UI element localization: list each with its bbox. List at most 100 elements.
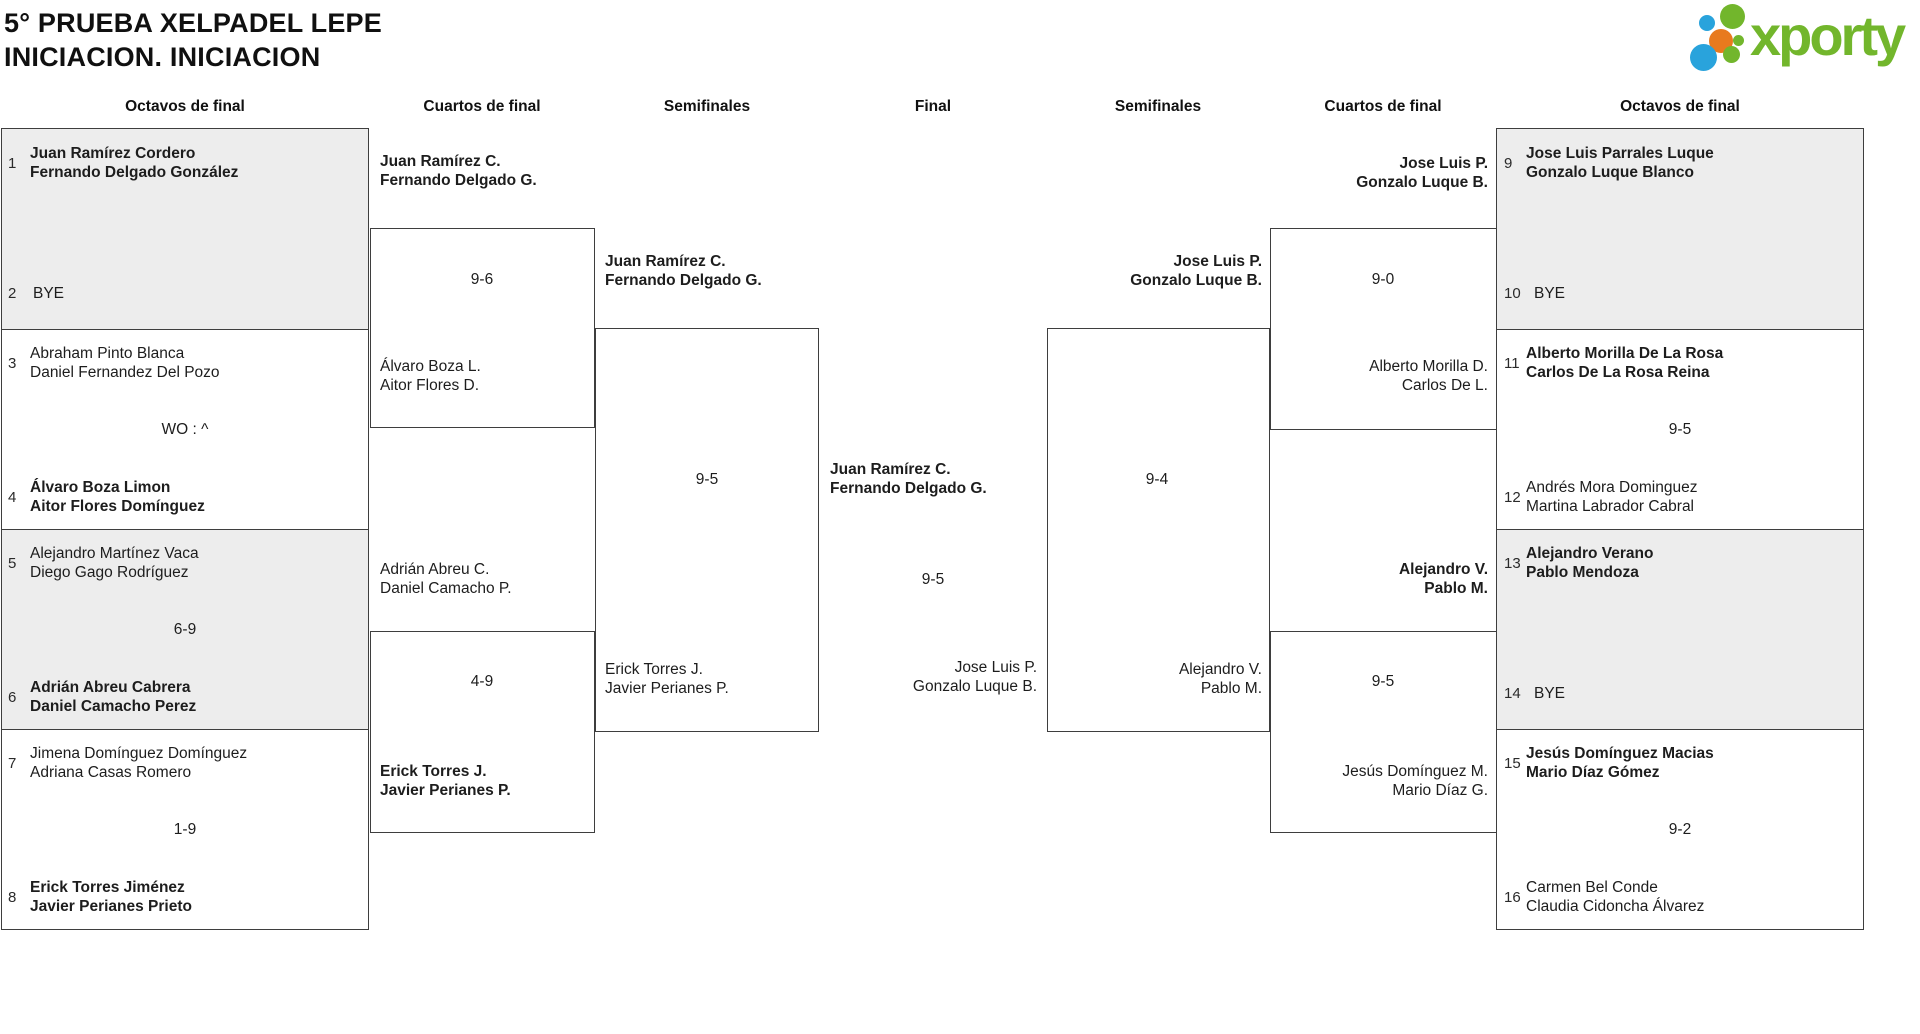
player-name: Fernando Delgado G. xyxy=(830,480,987,497)
player-name: Juan Ramírez C. xyxy=(830,461,951,478)
team-names: Erick Torres J. Javier Perianes P. xyxy=(605,660,729,698)
team-names: Alejandro Verano Pablo Mendoza xyxy=(1526,544,1653,582)
team-names: Adrián Abreu Cabrera Daniel Camacho Pere… xyxy=(30,678,196,716)
bye-label: BYE xyxy=(33,285,65,302)
semifinal-right-box xyxy=(1047,328,1270,732)
team-names: Jesús Domínguez M. Mario Díaz G. xyxy=(1278,762,1488,800)
xporty-logo[interactable]: xporty xyxy=(1686,0,1918,80)
player-name: Carmen Bel Conde xyxy=(1526,879,1658,896)
player-name: Fernando Delgado G. xyxy=(605,272,762,289)
player-name: Alejandro V. xyxy=(1398,561,1488,578)
round-header-octavos-right: Octavos de final xyxy=(1620,98,1740,115)
match-box xyxy=(2,529,368,729)
player-name: Mario Díaz Gómez xyxy=(1526,764,1660,781)
player-name: Pablo M. xyxy=(1200,680,1262,697)
cuartos-right-box-2 xyxy=(1270,631,1497,833)
match-score: 9-5 xyxy=(1668,421,1692,438)
player-name: Alejandro V. xyxy=(1178,661,1262,678)
team-names: Jimena Domínguez Domínguez Adriana Casas… xyxy=(30,744,247,782)
player-name: Fernando Delgado González xyxy=(30,164,239,181)
round-header-semis-right: Semifinales xyxy=(1114,98,1202,115)
player-name: Adrián Abreu Cabrera xyxy=(30,679,191,696)
final-runnerup-names: Jose Luis P. Gonzalo Luque B. xyxy=(827,658,1037,696)
bye-label: BYE xyxy=(1534,285,1566,302)
bye-label: BYE xyxy=(1534,685,1566,702)
player-name: Gonzalo Luque B. xyxy=(1130,272,1262,289)
team-names: Álvaro Boza Limon Aitor Flores Domínguez xyxy=(30,478,205,516)
match-box xyxy=(2,129,368,329)
player-name: Jesús Domínguez M. xyxy=(1342,763,1488,780)
player-name: Javier Perianes P. xyxy=(380,782,511,799)
logo-dot-green-tiny xyxy=(1733,35,1744,46)
player-name: Gonzalo Luque B. xyxy=(912,678,1037,695)
round-header-semis-left: Semifinales xyxy=(663,98,751,115)
seed-number: 4 xyxy=(8,488,17,506)
title-line1: 5° PRUEBA XELPADEL LEPE xyxy=(4,8,382,38)
match-score: 9-5 xyxy=(1371,673,1395,690)
match-box xyxy=(1497,729,1863,929)
player-name: Gonzalo Luque B. xyxy=(1356,174,1488,191)
player-name: Carlos De L. xyxy=(1401,377,1488,394)
logo-dot-blue-large xyxy=(1690,44,1717,71)
player-name: Juan Ramírez C. xyxy=(605,253,726,270)
player-name: Jose Luis Parrales Luque xyxy=(1526,145,1714,162)
player-name: Mario Díaz G. xyxy=(1392,782,1488,799)
semifinal-left-box xyxy=(595,328,819,732)
team-names: Alberto Morilla D. Carlos De L. xyxy=(1278,357,1488,395)
player-name: Claudia Cidoncha Álvarez xyxy=(1526,898,1705,915)
round-header-cuartos-left: Cuartos de final xyxy=(423,98,541,115)
octavos-right-column xyxy=(1496,128,1864,930)
team-names: Alejandro V. Pablo M. xyxy=(1278,560,1488,598)
team-names: Alberto Morilla De La Rosa Carlos De La … xyxy=(1526,344,1723,382)
logo-dot-green-large xyxy=(1720,4,1745,29)
team-names: Adrián Abreu C. Daniel Camacho P. xyxy=(380,560,512,598)
player-name: Álvaro Boza L. xyxy=(380,358,481,375)
team-names: Juan Ramírez C. Fernando Delgado G. xyxy=(605,252,762,290)
final-winner-names: Juan Ramírez C. Fernando Delgado G. xyxy=(830,460,987,498)
player-name: Pablo M. xyxy=(1424,580,1488,597)
team-names: Erick Torres J. Javier Perianes P. xyxy=(380,762,511,800)
seed-number: 9 xyxy=(1504,154,1513,172)
team-names: Alejandro V. Pablo M. xyxy=(1052,660,1262,698)
seed-number: 3 xyxy=(8,354,17,372)
team-names: Jesús Domínguez Macias Mario Díaz Gómez xyxy=(1526,744,1714,782)
team-names: Jose Luis P. Gonzalo Luque B. xyxy=(1278,154,1488,192)
match-score: 6-9 xyxy=(173,621,197,638)
match-box xyxy=(1497,129,1863,329)
seed-number: 7 xyxy=(8,754,17,772)
player-name: Erick Torres J. xyxy=(605,661,703,678)
seed-number: 13 xyxy=(1504,554,1521,572)
player-name: Aitor Flores Domínguez xyxy=(30,498,205,515)
player-name: Jose Luis P. xyxy=(954,659,1037,676)
player-name: Gonzalo Luque Blanco xyxy=(1526,164,1694,181)
seed-number: 14 xyxy=(1504,685,1521,702)
player-name: Aitor Flores D. xyxy=(380,377,480,394)
final-score: 9-5 xyxy=(921,571,945,588)
match-score: 9-2 xyxy=(1668,821,1692,838)
match-box xyxy=(1497,329,1863,529)
match-score: 9-0 xyxy=(1371,271,1395,288)
team-names: Carmen Bel Conde Claudia Cidoncha Álvare… xyxy=(1526,878,1704,916)
seed-number: 11 xyxy=(1504,354,1520,372)
player-name: Juan Ramírez Cordero xyxy=(30,145,196,162)
player-name: Andrés Mora Dominguez xyxy=(1526,479,1698,496)
player-name: Adrián Abreu C. xyxy=(380,561,490,578)
cuartos-left-box-1 xyxy=(370,228,595,428)
match-box xyxy=(2,329,368,529)
seed-number: 1 xyxy=(8,154,17,172)
seed-number: 16 xyxy=(1504,888,1521,906)
match-box xyxy=(2,729,368,929)
player-name: Juan Ramírez C. xyxy=(380,153,501,170)
player-name: Erick Torres J. xyxy=(380,763,487,780)
team-names: Andrés Mora Dominguez Martina Labrador C… xyxy=(1526,478,1697,516)
player-name: Jose Luis P. xyxy=(1173,253,1262,270)
player-name: Fernando Delgado G. xyxy=(380,172,537,189)
team-names: Jose Luis P. Gonzalo Luque B. xyxy=(1052,252,1262,290)
team-names: Abraham Pinto Blanca Daniel Fernandez De… xyxy=(30,344,220,382)
match-score: WO : ^ xyxy=(161,421,209,438)
cuartos-left-box-2 xyxy=(370,631,595,833)
seed-number: 12 xyxy=(1504,488,1521,506)
match-score: 9-6 xyxy=(470,271,494,288)
player-name: Jimena Domínguez Domínguez xyxy=(30,745,248,762)
